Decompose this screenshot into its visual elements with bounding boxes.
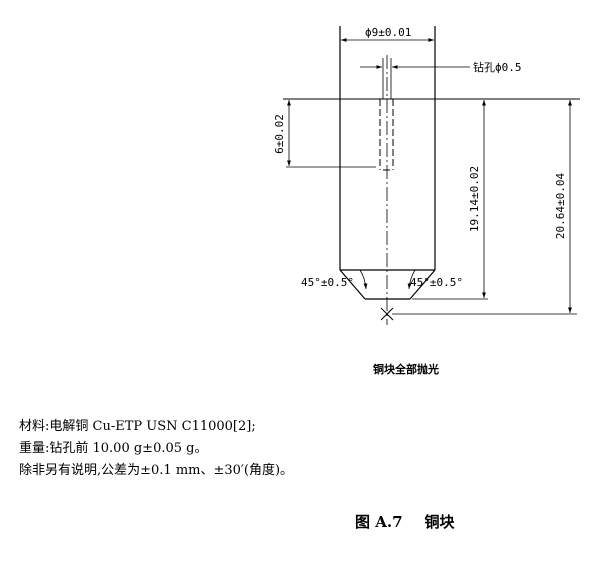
depth-label: 6±0.02 — [273, 114, 286, 154]
note-tolerance: 除非另有说明,公差为±0.1 mm、±30′(角度)。 — [19, 463, 294, 478]
figure-caption: 图 A.7 铜块 — [355, 511, 455, 532]
total-height-label: 20.64±0.04 — [554, 173, 567, 240]
chamfer-left-label: 45°±0.5° — [301, 276, 354, 289]
top-diameter-label: ϕ9±0.01 — [365, 26, 411, 39]
drill-label: 钻孔ϕ0.5 — [473, 60, 522, 74]
figure-label: 图 A.7 — [355, 513, 403, 531]
note-weight: 重量:钻孔前 10.00 g±0.05 g。 — [19, 441, 208, 456]
notes-block: 材料:电解铜 Cu-ETP USN C11000[2]; 重量:钻孔前 10.0… — [19, 416, 293, 482]
figure-title: 铜块 — [424, 513, 455, 531]
drill-extension-lines — [382, 58, 392, 99]
body-height-label: 19.14±0.02 — [468, 166, 481, 232]
note-material: 材料:电解铜 Cu-ETP USN C11000[2]; — [19, 419, 256, 434]
chamfer-right-label: 45°±0.5° — [410, 276, 463, 289]
polish-note: 铜块全部抛光 — [373, 363, 439, 376]
drill-hole — [379, 99, 394, 171]
apex-point-mark — [380, 307, 394, 321]
chamfer-angle-marks — [359, 269, 416, 290]
